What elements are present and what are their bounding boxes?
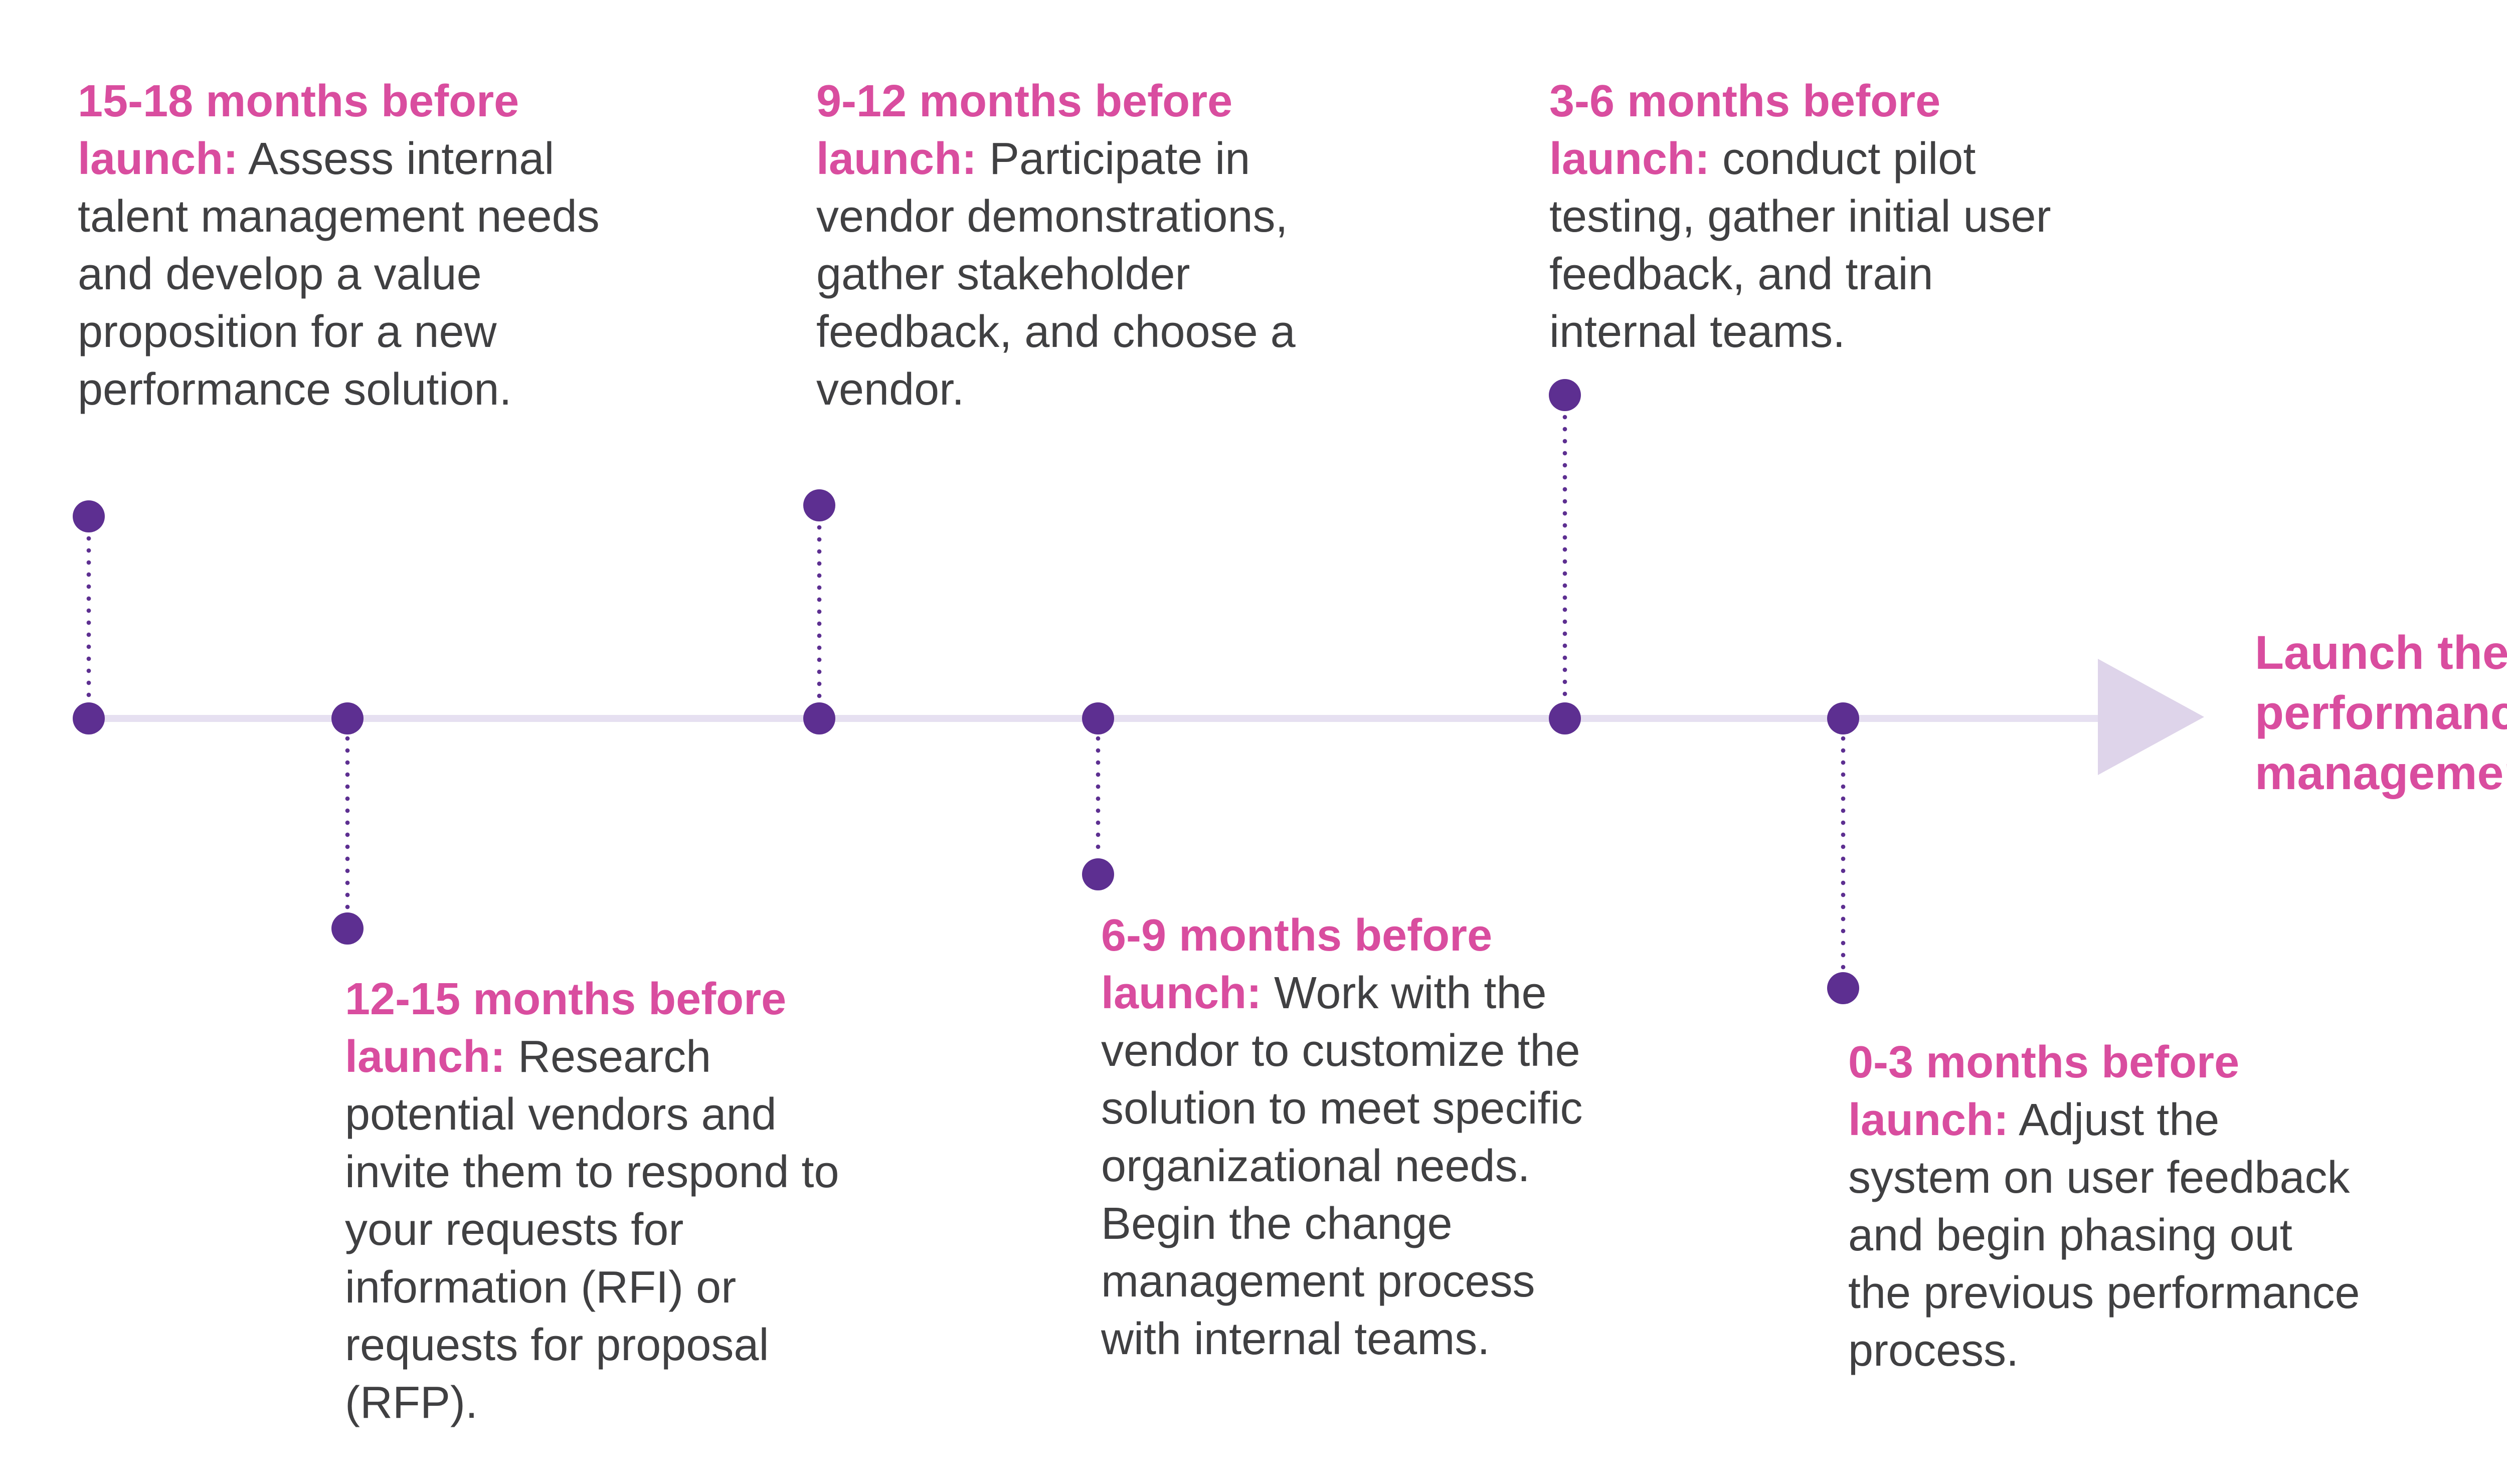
milestone-dot — [1827, 972, 1859, 1004]
milestone-body: Research potential vendors and invite th… — [345, 1032, 839, 1428]
milestone-body: Participate in vendor demonstrations, ga… — [816, 134, 1296, 415]
milestone-body: conduct pilot testing, gather initial us… — [1549, 134, 2051, 357]
milestone-dot — [1082, 858, 1114, 890]
milestone-text: 0-3 months before launch: Adjust the sys… — [1848, 1034, 2362, 1380]
dotted-connector — [86, 532, 91, 704]
timeline-node-dot — [1827, 702, 1859, 734]
launch-label: Launch the new performance management sy… — [2255, 626, 2507, 800]
milestone-dot — [803, 489, 835, 521]
milestone-dot — [331, 912, 364, 945]
milestone-heading: 0-3 months before launch: — [1848, 1037, 2240, 1145]
milestone-text: 9-12 months before launch: Participate i… — [816, 73, 1323, 419]
milestone-body: Work with the vendor to customize the so… — [1101, 968, 1583, 1364]
timeline-node-dot — [803, 702, 835, 734]
dotted-connector — [1841, 732, 1846, 970]
timeline-node-dot — [1549, 702, 1581, 734]
milestone-text: 15-18 months before launch: Assess inter… — [78, 73, 617, 419]
milestone-heading: 15-18 months before launch: — [78, 76, 519, 184]
timeline-node-dot — [1082, 702, 1114, 734]
milestone-dot — [73, 500, 105, 532]
milestone-text: 12-15 months before launch: Research pot… — [345, 971, 889, 1432]
milestone-heading: 12-15 months before launch: — [345, 974, 787, 1082]
milestone-body: Adjust the system on user feedback and b… — [1848, 1095, 2360, 1376]
milestone-dot — [1549, 379, 1581, 411]
dotted-connector — [1096, 732, 1101, 856]
dotted-connector — [345, 732, 350, 910]
timeline-node-dot — [73, 702, 105, 734]
arrow-right-icon — [2098, 659, 2204, 775]
milestone-text: 6-9 months before launch: Work with the … — [1101, 907, 1625, 1368]
milestone-heading: 9-12 months before launch: — [816, 76, 1233, 184]
milestone-heading: 6-9 months before launch: — [1101, 910, 1493, 1018]
milestone-heading: 3-6 months before launch: — [1549, 76, 1941, 184]
dotted-connector — [817, 521, 822, 704]
dotted-connector — [1562, 411, 1567, 704]
milestone-body: Assess internal talent management needs … — [78, 134, 600, 415]
timeline-node-dot — [331, 702, 364, 734]
milestone-text: 3-6 months before launch: conduct pilot … — [1549, 73, 2088, 361]
